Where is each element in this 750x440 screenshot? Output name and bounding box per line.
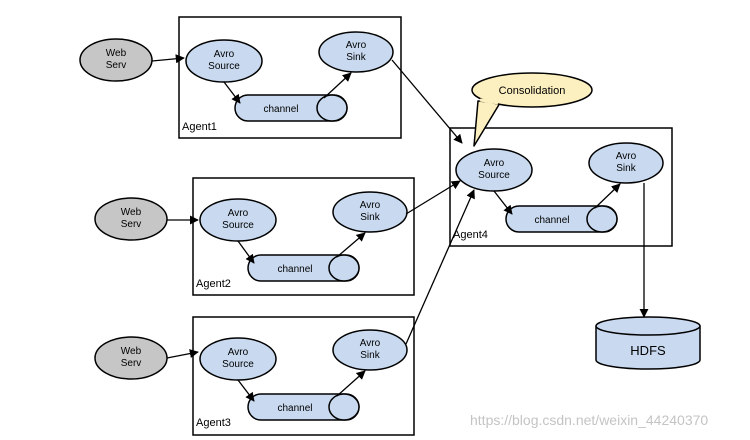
agent3-sink-label-1: Avro [360, 338, 381, 349]
agent4-sink-label-1: Avro [616, 151, 637, 162]
arrow-source2-to-channel2 [237, 240, 255, 264]
agent2-source-label-2: Source [222, 220, 254, 231]
flow-arrows [151, 54, 649, 402]
agent3-label: Agent3 [196, 417, 231, 429]
agent1-source-label-1: Avro [214, 49, 235, 60]
agent1-sink-label-1: Avro [346, 40, 367, 51]
agent4-label: Agent4 [453, 229, 488, 241]
hdfs-label: HDFS [630, 343, 666, 358]
arrow-channel4-to-sink4 [594, 183, 621, 209]
agent2-sink-label-1: Avro [360, 200, 381, 211]
consolidation-label: Consolidation [499, 85, 566, 97]
agent2-avro-sink: Avro Sink [332, 191, 408, 233]
agent4-source-label-2: Source [478, 170, 510, 181]
agent3-web-label-2: Serv [121, 358, 142, 369]
arrow-sink3-to-source4 [405, 189, 475, 345]
agent3-source-label-2: Source [222, 359, 254, 370]
agent3-avro-sink: Avro Sink [332, 329, 408, 371]
agent1-avro-source: Avro Source [185, 39, 263, 83]
arrow-source1-to-channel1 [223, 81, 241, 104]
agent1-web-label-1: Web [106, 48, 127, 59]
hdfs-storage: HDFS [595, 316, 701, 370]
agent3-source-label-1: Avro [228, 347, 249, 358]
agent1-label: Agent1 [182, 121, 217, 133]
agent1-source-label-2: Source [208, 61, 240, 72]
agent4-source-label-1: Avro [484, 158, 505, 169]
consolidation-callout: Consolidation [471, 72, 593, 147]
agent3-web-label-1: Web [121, 346, 142, 357]
arrow-web3-to-source3 [166, 349, 199, 359]
agent3-sink-label-2: Sink [360, 350, 380, 361]
agent1-web-label-2: Serv [106, 60, 127, 71]
arrow-web1-to-source1 [151, 54, 185, 64]
agent2-box [192, 177, 415, 296]
agent1-channel: channel [234, 94, 348, 122]
agent1-box [178, 16, 402, 139]
agent2-channel: channel [247, 254, 360, 282]
arrow-channel3-to-sink3 [336, 370, 366, 397]
agent3-channel: channel [247, 393, 360, 421]
agent2-web-label-1: Web [121, 207, 142, 218]
watermark-text: https://blog.csdn.net/weixin_44240370 [470, 412, 709, 428]
arrow-source3-to-channel3 [237, 379, 255, 402]
agent3-channel-label: channel [277, 403, 312, 414]
agent2-source-label-1: Avro [228, 208, 249, 219]
agent2-sink-label-2: Sink [360, 212, 380, 223]
agent1-sink-label-2: Sink [346, 52, 366, 63]
agent4-avro-sink: Avro Sink [588, 142, 664, 184]
agent4-avro-source: Avro Source [455, 148, 533, 192]
agent2-avro-source: Avro Source [199, 198, 277, 242]
agent3-avro-source: Avro Source [199, 337, 277, 381]
agent4-channel-label: channel [534, 215, 569, 226]
arrow-sink1-to-source4 [391, 59, 463, 144]
agent2-label: Agent2 [196, 278, 231, 290]
agent1-channel-label: channel [263, 104, 298, 115]
agent4-sink-label-2: Sink [616, 163, 636, 174]
agent1-web-server: Web Serv [79, 38, 153, 82]
agent2-web-server: Web Serv [94, 197, 168, 241]
arrow-source4-to-channel4 [493, 190, 513, 215]
agent3-web-server: Web Serv [94, 336, 168, 380]
arrow-sink2-to-source4 [405, 180, 461, 215]
arrow-channel1-to-sink1 [323, 72, 352, 99]
agent4-channel: channel [505, 205, 618, 233]
agent2-web-label-2: Serv [121, 219, 142, 230]
arrow-channel2-to-sink2 [336, 232, 366, 258]
agent2-channel-label: channel [277, 264, 312, 275]
agent3-box [192, 316, 415, 436]
agent1-avro-sink: Avro Sink [318, 31, 394, 73]
